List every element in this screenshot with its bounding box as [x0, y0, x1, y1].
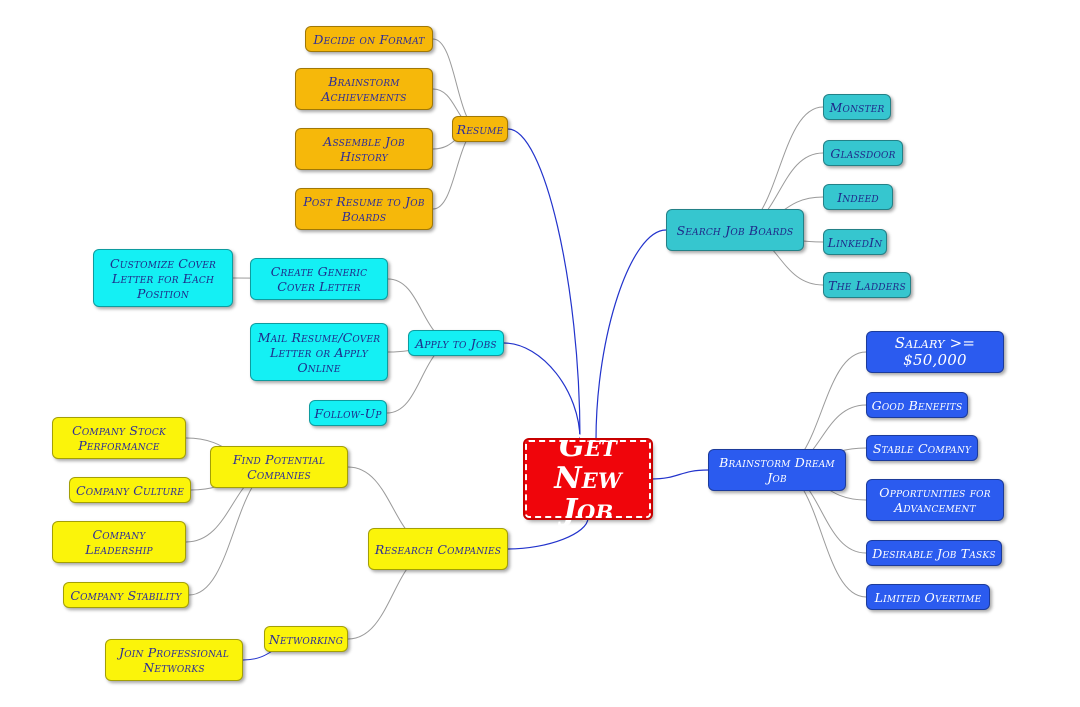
- node-label-linkedin: LinkedIn: [827, 234, 883, 250]
- node-salary[interactable]: Salary >= $50,000: [866, 331, 1004, 373]
- node-decide-format[interactable]: Decide on Format: [305, 26, 433, 52]
- node-research[interactable]: Research Companies: [368, 528, 508, 570]
- node-brainstorm-achievements[interactable]: Brainstorm Achievements: [295, 68, 433, 110]
- connector-root-apply: [503, 342, 581, 441]
- node-customize-cover[interactable]: Customize Cover Letter for Each Position: [93, 249, 233, 307]
- node-label-dream: Brainstorm Dream Job: [719, 455, 835, 485]
- node-label-follow-up: Follow-Up: [314, 405, 382, 421]
- node-label-find-companies: Find Potential Companies: [232, 452, 326, 482]
- node-stability[interactable]: Company Stability: [63, 582, 189, 608]
- node-indeed[interactable]: Indeed: [823, 184, 893, 210]
- connector-root-dream: [650, 469, 709, 480]
- node-label-post-resume: Post Resume to Job Boards: [303, 194, 425, 224]
- connector-root-research: [507, 517, 589, 550]
- node-linkedin[interactable]: LinkedIn: [823, 229, 887, 255]
- node-label-stability: Company Stability: [70, 587, 182, 603]
- node-post-resume[interactable]: Post Resume to Job Boards: [295, 188, 433, 230]
- node-label-root: Get New Job: [554, 429, 622, 528]
- node-label-search: Search Job Boards: [676, 222, 794, 238]
- node-label-stable: Stable Company: [872, 440, 972, 456]
- node-label-apply: Apply to Jobs: [415, 335, 497, 351]
- node-label-customize-cover: Customize Cover Letter for Each Position: [110, 255, 216, 301]
- node-label-stock: Company Stock Performance: [72, 423, 166, 453]
- connector-root-search: [595, 229, 667, 441]
- node-benefits[interactable]: Good Benefits: [866, 392, 968, 418]
- node-label-resume: Resume: [456, 121, 504, 137]
- node-monster[interactable]: Monster: [823, 94, 891, 120]
- node-root[interactable]: Get New Job: [523, 431, 653, 527]
- node-label-ladders: The Ladders: [828, 277, 906, 293]
- node-dream[interactable]: Brainstorm Dream Job: [708, 449, 846, 491]
- node-overtime[interactable]: Limited Overtime: [866, 584, 990, 610]
- node-label-leadership: Company Leadership: [85, 527, 153, 557]
- node-label-assemble-history: Assemble Job History: [323, 134, 405, 164]
- node-mail-resume[interactable]: Mail Resume/Cover Letter or Apply Online: [250, 323, 388, 381]
- node-search[interactable]: Search Job Boards: [666, 209, 804, 251]
- node-label-advancement: Opportunities for Advancement: [879, 485, 991, 515]
- node-label-brainstorm-achievements: Brainstorm Achievements: [321, 74, 407, 104]
- node-find-companies[interactable]: Find Potential Companies: [210, 446, 348, 488]
- node-label-overtime: Limited Overtime: [874, 589, 982, 605]
- node-ladders[interactable]: The Ladders: [823, 272, 911, 298]
- node-assemble-history[interactable]: Assemble Job History: [295, 128, 433, 170]
- node-generic-cover[interactable]: Create Generic Cover Letter: [250, 258, 388, 300]
- node-label-glassdoor: Glassdoor: [830, 145, 896, 161]
- node-networking[interactable]: Networking: [264, 626, 348, 652]
- node-stable[interactable]: Stable Company: [866, 435, 978, 461]
- node-join-networks[interactable]: Join Professional Networks: [105, 639, 243, 681]
- node-label-indeed: Indeed: [837, 189, 879, 205]
- node-culture[interactable]: Company Culture: [69, 477, 191, 503]
- node-label-monster: Monster: [829, 99, 885, 115]
- connector-root-resume: [507, 128, 581, 441]
- node-advancement[interactable]: Opportunities for Advancement: [866, 479, 1004, 521]
- node-label-salary: Salary >= $50,000: [894, 334, 976, 369]
- node-label-culture: Company Culture: [75, 482, 184, 498]
- node-label-research: Research Companies: [374, 541, 502, 557]
- node-tasks[interactable]: Desirable Job Tasks: [866, 540, 1002, 566]
- node-apply[interactable]: Apply to Jobs: [408, 330, 504, 356]
- node-resume[interactable]: Resume: [452, 116, 508, 142]
- node-glassdoor[interactable]: Glassdoor: [823, 140, 903, 166]
- node-label-decide-format: Decide on Format: [313, 31, 425, 47]
- node-leadership[interactable]: Company Leadership: [52, 521, 186, 563]
- node-label-join-networks: Join Professional Networks: [118, 645, 230, 675]
- node-stock[interactable]: Company Stock Performance: [52, 417, 186, 459]
- node-label-generic-cover: Create Generic Cover Letter: [270, 264, 368, 294]
- node-label-tasks: Desirable Job Tasks: [872, 545, 996, 561]
- node-label-benefits: Good Benefits: [871, 397, 963, 413]
- node-follow-up[interactable]: Follow-Up: [309, 400, 387, 426]
- node-label-mail-resume: Mail Resume/Cover Letter or Apply Online: [257, 329, 381, 375]
- node-label-networking: Networking: [268, 631, 344, 647]
